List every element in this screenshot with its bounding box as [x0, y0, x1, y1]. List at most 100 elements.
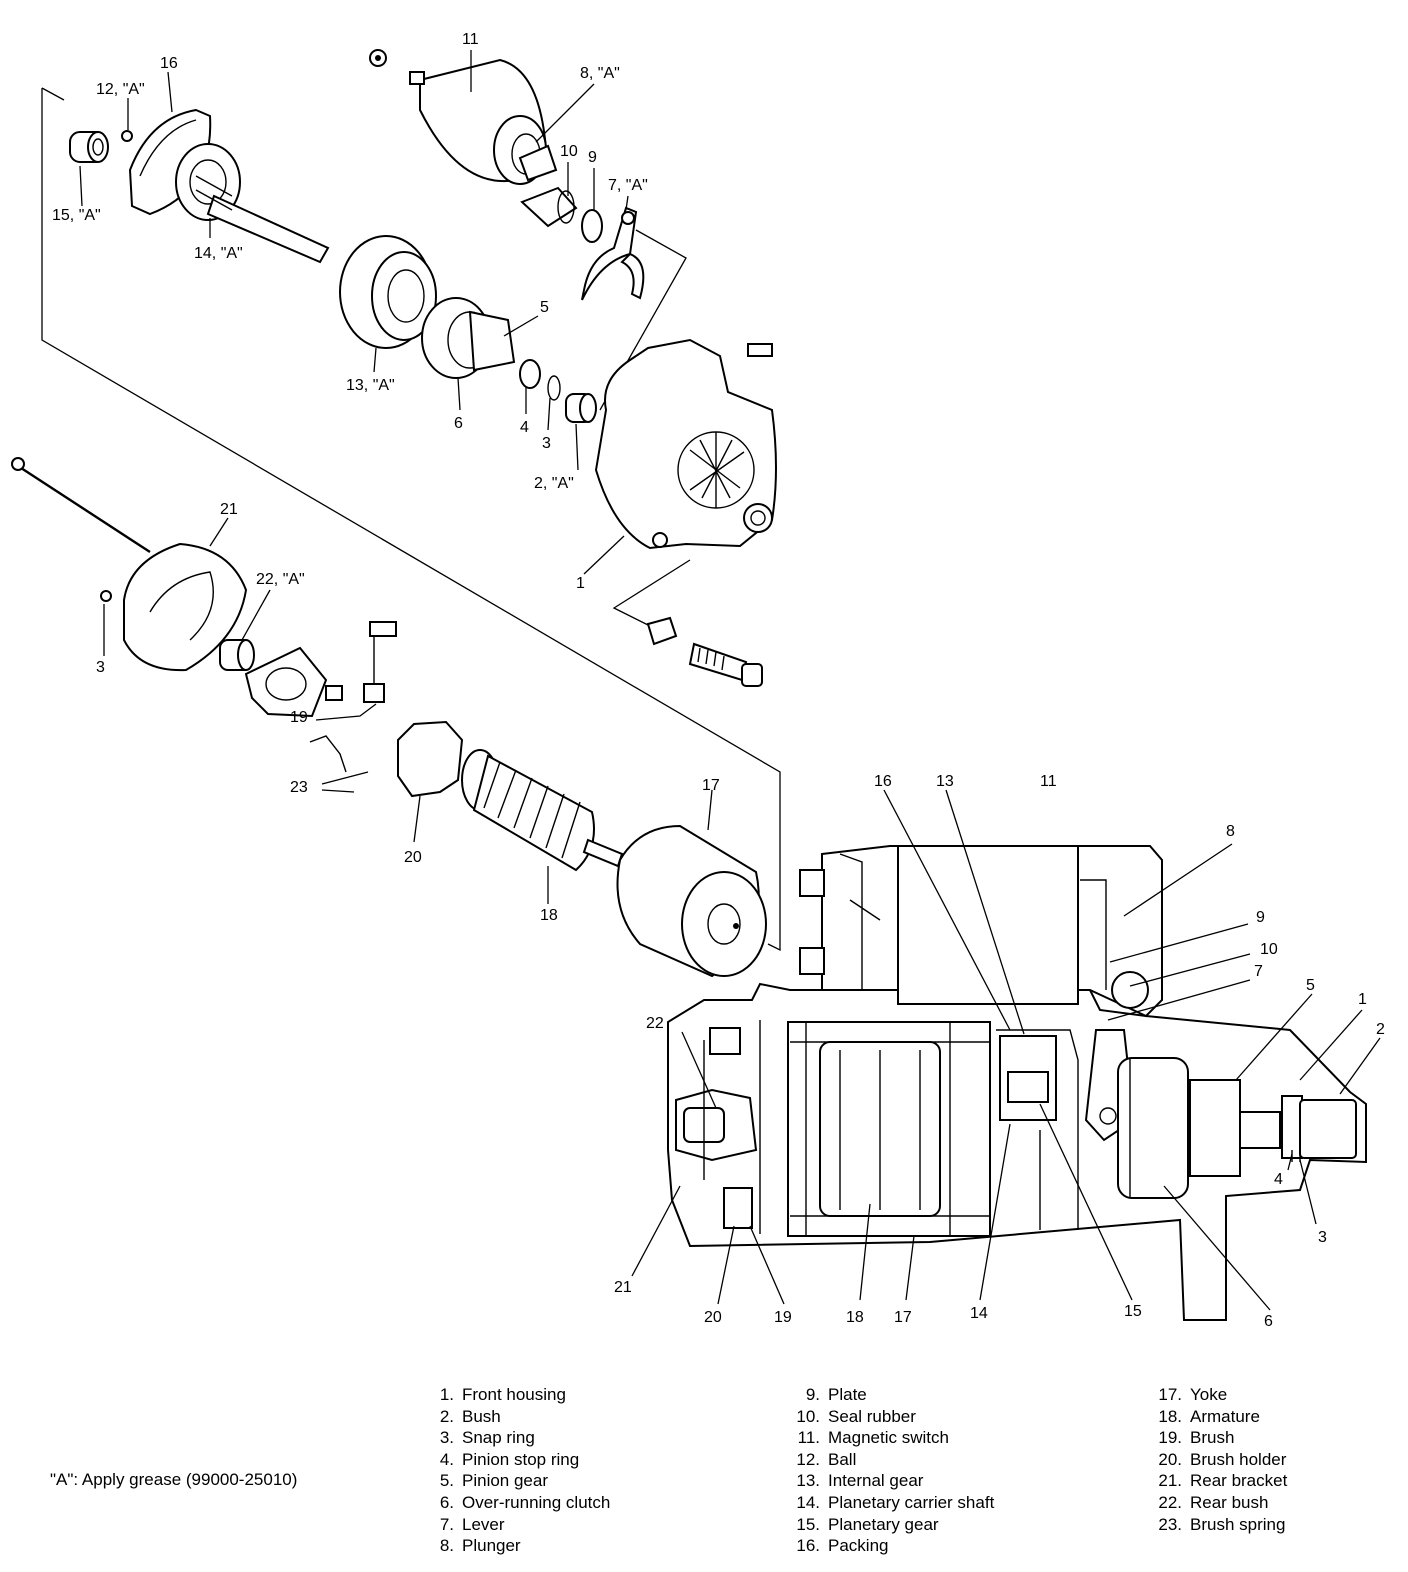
- legend-item: 14.Planetary carrier shaft: [796, 1492, 995, 1512]
- part-1-housing-bolt: [646, 616, 763, 687]
- part-19-brush: [315, 621, 397, 721]
- legend-item: 3.Snap ring: [439, 1428, 535, 1448]
- part-4-stop-ring: [519, 359, 541, 389]
- callout-4: 4: [520, 419, 529, 436]
- section-callout-7: 7: [1254, 963, 1263, 980]
- section-callout-11: 11: [1040, 773, 1057, 790]
- callout-5: 5: [540, 299, 549, 316]
- part-7-lever: [581, 206, 645, 301]
- part-9-plate: [581, 209, 603, 243]
- section-callouts: 16 13 11 8 9 10 7 5 1 2 22 4 3 21 20 19 …: [614, 773, 1385, 1330]
- section-callout-22: 22: [646, 1015, 664, 1032]
- callout-11: 11: [462, 31, 479, 48]
- section-callout-1: 1: [1358, 991, 1367, 1008]
- legend-item: 8.Plunger: [439, 1536, 521, 1556]
- callout-1: 1: [576, 575, 585, 592]
- section-callout-21: 21: [614, 1279, 632, 1296]
- callout-3b: 3: [96, 659, 105, 676]
- callout-23: 23: [290, 779, 308, 796]
- section-callout-19: 19: [774, 1309, 792, 1326]
- callout-22a: 22, "A": [256, 571, 305, 588]
- legend-item: 22.Rear bush: [1158, 1492, 1269, 1512]
- callout-20: 20: [404, 849, 422, 866]
- part-21-rear-bracket: [11, 457, 248, 672]
- legend-item: 20.Brush holder: [1158, 1449, 1287, 1469]
- legend-item: 9.Plate: [805, 1385, 867, 1404]
- alignment-line-main: [41, 88, 781, 952]
- callout-leaders: [79, 50, 1381, 1311]
- section-callout-17: 17: [894, 1309, 912, 1326]
- part-8-plunger: [518, 144, 558, 182]
- callout-18: 18: [540, 907, 558, 924]
- section-callout-2: 2: [1376, 1021, 1385, 1038]
- starter-motor-diagram: 11 8, "A" 16 12, "A" 10 9 7, "A" 15, "A"…: [11, 31, 1385, 1330]
- alignment-line-top: [41, 87, 65, 101]
- section-callout-6: 6: [1264, 1313, 1273, 1330]
- part-16-packing: [128, 108, 212, 216]
- section-pinion: [1189, 1079, 1241, 1177]
- legend-item: 19.Brush: [1158, 1428, 1235, 1448]
- part-14-carrier-shaft: [175, 143, 330, 264]
- part-12-ball: [121, 130, 133, 142]
- callout-9: 9: [588, 149, 597, 166]
- part-3-snap-ring: [547, 375, 561, 401]
- alignment-line-lever: [599, 229, 687, 411]
- grease-note: "A": Apply grease (99000-25010): [50, 1470, 298, 1489]
- parts-legend: "A": Apply grease (99000-25010) 1.Front …: [0, 1380, 1408, 1572]
- legend-item: 12.Ball: [796, 1449, 857, 1469]
- callout-3: 3: [542, 435, 551, 452]
- part-23-brush-spring: [309, 735, 369, 793]
- section-callout-3: 3: [1318, 1229, 1327, 1246]
- section-callout-9: 9: [1256, 909, 1265, 926]
- section-callout-20: 20: [704, 1309, 722, 1326]
- part-20-brush-holder: [397, 720, 464, 798]
- callout-19: 19: [290, 709, 308, 726]
- callout-14a: 14, "A": [194, 245, 243, 262]
- callout-16: 16: [160, 55, 178, 72]
- callout-12a: 12, "A": [96, 81, 145, 98]
- legend-item: 18.Armature: [1158, 1406, 1260, 1426]
- exploded-callouts: 11 8, "A" 16 12, "A" 10 9 7, "A" 15, "A"…: [52, 31, 720, 924]
- legend-item: 17.Yoke: [1158, 1385, 1228, 1404]
- legend-item: 21.Rear bracket: [1158, 1471, 1288, 1491]
- part-brush-plate: [244, 646, 328, 718]
- section-callout-10: 10: [1260, 941, 1278, 958]
- callout-13a: 13, "A": [346, 377, 395, 394]
- part-2-bush: [565, 393, 597, 423]
- callout-15a: 15, "A": [52, 207, 101, 224]
- part-11-magnetic-switch: [369, 49, 548, 185]
- legend-item: 13.Internal gear: [796, 1471, 924, 1491]
- part-18-armature: [461, 749, 624, 872]
- section-callout-18: 18: [846, 1309, 864, 1326]
- part-10-seal-rubber: [520, 186, 578, 228]
- legend-item: 6.Over-running clutch: [439, 1492, 611, 1512]
- callout-17: 17: [702, 777, 720, 794]
- legend-item: 11.Magnetic switch: [797, 1428, 949, 1448]
- callout-21: 21: [220, 501, 238, 518]
- section-clutch: [1117, 1057, 1189, 1199]
- callout-10: 10: [560, 143, 578, 160]
- legend-item: 1.Front housing: [439, 1385, 566, 1404]
- legend-item: 4.Pinion stop ring: [439, 1449, 580, 1469]
- callout-6: 6: [454, 415, 463, 432]
- section-callout-8: 8: [1226, 823, 1235, 840]
- legend-item: 15.Planetary gear: [796, 1514, 939, 1534]
- part-1-front-housing: [594, 338, 777, 550]
- legend-item: 16.Packing: [796, 1536, 889, 1556]
- section-ball: [1111, 971, 1149, 1009]
- alignment-line-bolt: [612, 559, 691, 627]
- section-callout-16: 16: [874, 773, 892, 790]
- legend-item: 2.Bush: [439, 1406, 501, 1426]
- section-callout-5: 5: [1306, 977, 1315, 994]
- legend-column-3: 17.Yoke 18.Armature 19.Brush 20.Brush ho…: [1152, 1384, 1287, 1535]
- legend-column-1: 1.Front housing 2.Bush 3.Snap ring 4.Pin…: [424, 1384, 611, 1557]
- cross-section-view: [667, 845, 1367, 1321]
- part-6-clutch: [421, 297, 516, 379]
- legend-column-2: 9.Plate 10.Seal rubber 11.Magnetic switc…: [790, 1384, 994, 1557]
- part-13-internal-gear: [339, 235, 437, 349]
- part-22-rear-bush: [219, 639, 255, 671]
- part-17-yoke: [616, 824, 767, 978]
- callout-2a: 2, "A": [534, 475, 574, 492]
- legend-item: 7.Lever: [439, 1514, 505, 1534]
- section-callout-13: 13: [936, 773, 954, 790]
